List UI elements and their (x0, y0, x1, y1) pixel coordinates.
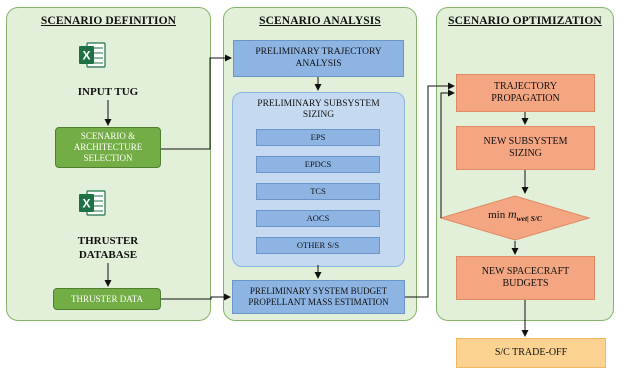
box-line: PROPAGATION (491, 93, 560, 104)
group-title-line: SIZING (302, 110, 335, 121)
new-spacecraft-budgets-box: NEW SPACECRAFT BUDGETS (456, 256, 595, 300)
box-line: ARCHITECTURE (73, 142, 143, 153)
subsystem-aocs: AOCS (256, 210, 380, 227)
subsystem-other: OTHER S/S (256, 237, 380, 254)
excel-icon: X (79, 190, 106, 216)
box-line: TRAJECTORY (493, 81, 558, 92)
thruster-database-label: THRUSTER DATABASE (44, 235, 172, 263)
box-line: BUDGETS (502, 278, 549, 289)
svg-text:X: X (82, 197, 90, 211)
new-subsystem-sizing-box: NEW SUBSYSTEM SIZING (456, 126, 595, 170)
box-line: SIZING (509, 148, 542, 159)
box-text: THRUSTER DATA (70, 293, 144, 304)
box-line: ANALYSIS (295, 58, 342, 69)
label-line: DATABASE (78, 248, 138, 261)
min-prefix: min (488, 209, 508, 221)
arrow-thruster-data-to-budget (161, 293, 231, 301)
panel-title-optimization: SCENARIO OPTIMIZATION (448, 15, 602, 27)
min-sub: wet| S/C (516, 214, 542, 224)
trajectory-propagation-box: TRAJECTORY PROPAGATION (456, 74, 595, 112)
group-title: PRELIMINARY SUBSYSTEM SIZING (233, 99, 404, 122)
label-line: THRUSTER (77, 235, 139, 247)
subsystem-epdcs: EPDCS (256, 156, 380, 173)
trade-off-box: S/C TRADE-OFF (456, 338, 606, 368)
box-line: SELECTION (83, 152, 133, 163)
svg-text:X: X (82, 49, 90, 63)
box-line: NEW SUBSYSTEM (483, 136, 568, 147)
input-tug-label: INPUT TUG (77, 86, 139, 98)
excel-icon: X (79, 42, 106, 68)
scenario-architecture-selection-box: SCENARIO & ARCHITECTURE SELECTION (55, 127, 161, 168)
min-wet-mass-diamond (440, 195, 590, 241)
arrow-budget-to-propagation (405, 82, 455, 298)
arrow-loop-back (440, 89, 455, 218)
panel-title-analysis: SCENARIO ANALYSIS (259, 15, 381, 27)
system-budget-box: PRELIMINARY SYSTEM BUDGET PROPELLANT MAS… (232, 280, 405, 314)
group-title-line: PRELIMINARY SUBSYSTEM (257, 99, 380, 109)
subsystem-eps: EPS (256, 129, 380, 146)
box-line: PRELIMINARY SYSTEM BUDGET (249, 286, 388, 297)
min-var: m (508, 207, 517, 221)
box-line: PRELIMINARY TRAJECTORY (255, 47, 382, 58)
subsystem-tcs: TCS (256, 183, 380, 200)
box-line: NEW SPACECRAFT (481, 266, 570, 277)
thruster-data-box: THRUSTER DATA (53, 288, 161, 310)
box-line: PROPELLANT MASS ESTIMATION (248, 297, 389, 307)
preliminary-trajectory-analysis-box: PRELIMINARY TRAJECTORY ANALYSIS (233, 40, 404, 77)
arrow-selection-to-trajectory (161, 54, 232, 150)
box-line: SCENARIO & (80, 131, 136, 142)
min-wet-mass-label: min mwet| S/C (455, 207, 575, 223)
panel-title-definition: SCENARIO DEFINITION (40, 15, 177, 27)
box-text: S/C TRADE-OFF (494, 347, 568, 358)
